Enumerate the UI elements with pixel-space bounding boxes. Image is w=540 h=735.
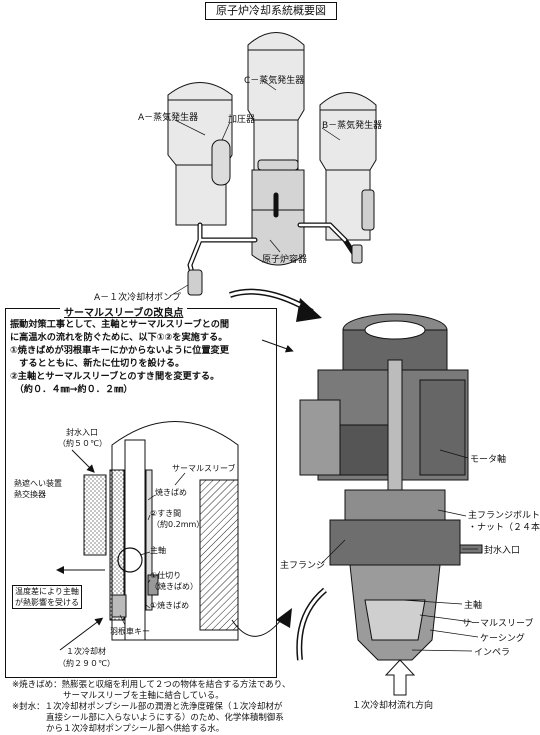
pump-cutaway <box>299 313 483 661</box>
label-pump-a: A－１次冷却材ポンプ <box>94 293 181 303</box>
label-seal-water-inlet-pump: 封水入口 <box>484 546 521 556</box>
detail-drawing <box>56 421 239 651</box>
label-temp-diff: 温度差により主軸 が熱影響を受ける <box>12 585 82 609</box>
label-reactor-vessel: 原子炉容器 <box>262 255 308 265</box>
intro-line: ②主軸とサーマルスリーブとのすき間を変更する。 <box>10 371 220 382</box>
improvement-heading: サーマルスリーブの改良点 <box>60 304 188 319</box>
label-main-shaft-pump: 主軸 <box>464 601 483 611</box>
footnotes: ※焼きばめ：熱膨張と収縮を利用して２つの物体を結合する方法であり、 サーマルスリ… <box>12 680 532 735</box>
steam-generator-a <box>167 82 233 226</box>
diagram-title: 原子炉冷却系統概要図 <box>205 2 337 20</box>
label-main-shaft: 主軸 <box>150 546 166 555</box>
footnote-line: サーマルスリーブを主軸に結合している。 <box>12 691 224 701</box>
label-partition: ①仕切り <box>150 571 182 580</box>
label-motor-shaft: モータ軸 <box>470 455 507 465</box>
label-sg-a: A－蒸気発生器 <box>138 113 199 123</box>
label-casing: ケーシング <box>480 634 525 644</box>
improvement-intro: 振動対策工事として、主軸とサーマルスリーブとの間 に高温水の流れを防ぐために、以… <box>10 318 275 396</box>
footnote-line: ※焼きばめ：熱膨張と収縮を利用して２つの物体を結合する方法であり、 <box>12 680 291 690</box>
footnote-line: から１次冷却材ポンプシール部へ供給する水。 <box>12 724 225 734</box>
label-seal-water-temp: （約５０℃） <box>58 439 107 448</box>
label-impeller: インペラ <box>474 648 511 658</box>
label-thermal-sleeve: サーマルスリーブ <box>172 464 236 473</box>
reactor-coolant-pumps <box>187 189 375 296</box>
label-flange-bolt-1: 主フランジボルト <box>468 511 540 521</box>
label-flow-direction: １次冷却材流れ方向 <box>352 701 434 711</box>
label-thermal-barrier-1: 熱遮へい装置 <box>14 479 62 488</box>
label-seal-water-inlet: 封水入口 <box>66 428 98 437</box>
temp-diff-line-1: 温度差により主軸 <box>15 587 79 596</box>
label-gap-value: （約0.2mm） <box>152 520 205 529</box>
intro-line: に高温水の流れを防ぐために、以下①②を実施する。 <box>10 332 228 343</box>
label-partition-sub: （焼きばめ） <box>150 582 198 591</box>
intro-line: （約０．４㎜→約０．２㎜） <box>10 384 133 395</box>
intro-line: ①焼きばめが羽根車キーにかからないように位置変更 <box>10 345 229 356</box>
label-main-flange: 主フランジ <box>280 561 326 571</box>
label-flange-bolt-2: ・ナット（２４本） <box>468 523 540 533</box>
pressurizer <box>211 139 231 186</box>
label-thermal-barrier-2: 熱交換器 <box>14 490 46 499</box>
label-pressurizer: 加圧器 <box>228 115 256 125</box>
intro-line: するとともに、新たに仕切りを設ける。 <box>10 358 185 369</box>
label-shrink-fit: 焼きばめ <box>155 488 187 497</box>
label-shrink-fit-1: ①焼きばめ <box>150 601 190 610</box>
label-thermal-sleeve-pump: サーマルスリーブ <box>462 619 534 629</box>
temp-diff-line-2: が熱影響を受ける <box>15 598 79 607</box>
label-impeller-key: 羽根車キー <box>110 627 150 636</box>
label-coolant: １次冷却材 <box>66 647 106 656</box>
pump-cutaway-leaders <box>320 449 479 652</box>
label-sg-c: C－蒸気発生器 <box>244 76 305 86</box>
label-coolant-temp: （約２９０℃） <box>58 659 115 668</box>
label-gap: ②すき間 <box>150 509 182 518</box>
footnote-line: ※封水：１次冷却材ポンプシール部の潤滑と洗浄度確保（１次冷却材が <box>12 702 283 712</box>
footnote-line: 直接シール部に入らないようにする）のため、化学体積制御系 <box>12 713 284 723</box>
label-sg-b: B－蒸気発生器 <box>322 121 383 131</box>
overview-leaders <box>169 79 341 297</box>
flow-direction-arrow <box>384 659 416 696</box>
intro-line: 振動対策工事として、主軸とサーマルスリーブとの間 <box>10 319 230 330</box>
